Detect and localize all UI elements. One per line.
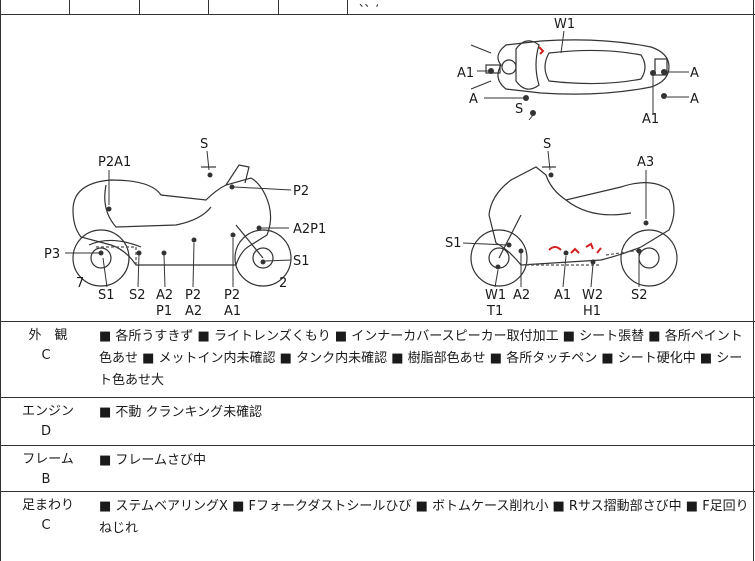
- category-grade: C: [41, 518, 51, 533]
- callout-label: S: [200, 137, 208, 152]
- point-marker: [523, 95, 529, 101]
- diagram-svg: W1 A1 A S A A A1: [44, 17, 699, 319]
- callout-label: A1: [224, 304, 241, 319]
- damage-mark: [538, 46, 545, 55]
- callout-label: P2: [293, 184, 309, 199]
- callout-label: S: [543, 137, 551, 152]
- condition-row-frame: フレーム B ■ フレームさび中: [1, 445, 755, 491]
- top-view-scooter: [470, 39, 670, 95]
- row-category: 外 観 C: [1, 322, 91, 366]
- left-view-labels: S P2A1 P2 A2P1 P3 S1 7 2 S1 S2 A2 P2 P2 …: [44, 137, 326, 319]
- top-cell: [278, 0, 348, 14]
- callout-label: P2: [185, 288, 201, 303]
- top-cell: [208, 0, 279, 14]
- callout-label: A: [690, 92, 699, 107]
- right-view-leaders: [462, 150, 647, 288]
- point-marker: [661, 93, 667, 99]
- point-marker: [661, 69, 667, 75]
- callout-label: A3: [637, 155, 654, 170]
- callout-label: S1: [98, 288, 115, 303]
- callout-label: S2: [129, 288, 146, 303]
- callout-label: A2: [185, 304, 202, 319]
- top-cell: [1, 0, 70, 14]
- category-grade: D: [40, 424, 51, 439]
- condition-row-exterior: 外 観 C ■ 各所うすきず ■ ライトレンズくもり ■ インナーカバースピーカ…: [1, 321, 755, 397]
- callout-label: A1: [642, 112, 659, 127]
- condition-row-engine: エンジン D ■ 不動 クランキング未確認: [1, 397, 755, 445]
- callout-label: 2: [279, 276, 287, 291]
- left-view-leaders: [65, 150, 292, 288]
- row-description: ■ 各所うすきず ■ ライトレンズくもり ■ インナーカバースピーカー取付加工 …: [99, 329, 743, 388]
- row-description: ■ 不動 クランキング未確認: [99, 405, 263, 420]
- point-marker: [650, 70, 656, 76]
- right-view-marks: [495, 172, 649, 270]
- category-grade: C: [41, 348, 51, 363]
- row-description: ■ フレームさび中: [99, 453, 207, 468]
- callout-label: P1: [156, 304, 172, 319]
- left-view-scooter: [72, 164, 292, 287]
- top-cell: [139, 0, 209, 14]
- callout-label: W1: [554, 17, 575, 32]
- callout-label: S: [515, 102, 523, 117]
- callout-label: A2: [156, 288, 173, 303]
- callout-label: W1: [485, 288, 506, 303]
- category-name: エンジン: [21, 404, 74, 419]
- left-view-marks: [98, 172, 266, 265]
- row-description: ■ ステムベアリングX ■ Fフォークダストシールひび ■ ボトムケース削れ小 …: [99, 499, 749, 536]
- callout-label: A1: [554, 288, 571, 303]
- point-marker: [488, 68, 494, 74]
- callout-label: S1: [293, 254, 310, 269]
- callout-label: 7: [76, 276, 84, 291]
- callout-label: W2: [582, 288, 603, 303]
- top-strip: 、、,: [1, 0, 755, 15]
- callout-label: P2A1: [98, 155, 131, 170]
- callout-label: A2: [513, 288, 530, 303]
- callout-label: P2: [224, 288, 240, 303]
- callout-label: P3: [44, 247, 60, 262]
- condition-table: 外 観 C ■ 各所うすきず ■ ライトレンズくもり ■ インナーカバースピーカ…: [1, 321, 755, 561]
- category-name: 足まわり: [21, 498, 74, 513]
- callout-label: A2P1: [293, 222, 326, 237]
- category-name: フレーム: [22, 452, 74, 467]
- point-marker: [530, 110, 536, 116]
- callout-label: A1: [457, 66, 474, 81]
- row-category: エンジン D: [1, 398, 91, 442]
- top-view-leaders: [477, 30, 689, 121]
- callout-label: A: [690, 66, 699, 81]
- callout-label: T1: [486, 304, 503, 319]
- right-view-labels: S A3 S1 W1 T1 A2 A1 W2 H1 S2: [445, 137, 654, 319]
- row-category: フレーム B: [1, 446, 91, 490]
- category-grade: B: [41, 472, 51, 487]
- top-view-labels: W1 A1 A S A A A1: [457, 17, 699, 127]
- top-view-marks: [488, 46, 667, 116]
- callout-label: A: [469, 92, 478, 107]
- top-cell: [69, 0, 140, 14]
- cut-text: 、、,: [359, 0, 379, 9]
- damage-diagram: W1 A1 A S A A A1: [1, 15, 755, 321]
- callout-label: S1: [445, 236, 462, 251]
- condition-row-suspension: 足まわり C ■ ステムベアリングX ■ Fフォークダストシールひび ■ ボトム…: [1, 491, 755, 561]
- callout-label: H1: [583, 304, 601, 319]
- category-name: 外 観: [28, 328, 68, 343]
- row-category: 足まわり C: [1, 492, 91, 536]
- callout-label: S2: [631, 288, 648, 303]
